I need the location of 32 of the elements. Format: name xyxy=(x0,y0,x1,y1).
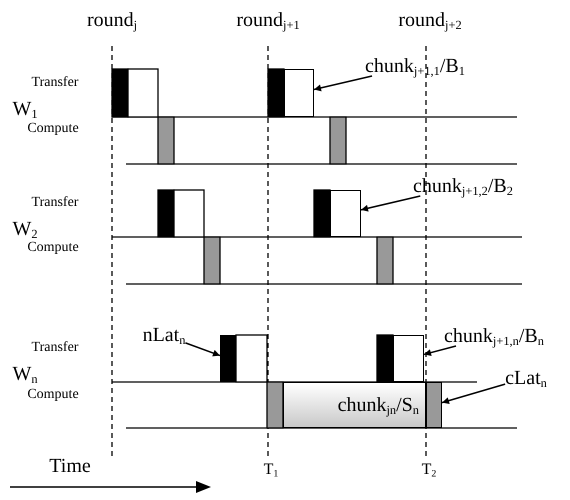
latency-label: nLat$_{n}$ xyxy=(142,325,186,345)
row-label: Transfer xyxy=(32,76,78,90)
chunk-label: chunk$_{j+1,2}$/B$_{2}$ xyxy=(413,176,513,196)
latency-block xyxy=(220,335,236,382)
time-mark-label: T$_{2}$ xyxy=(422,462,436,478)
round-label: round$_{j}$ xyxy=(86,10,138,30)
transfer-block xyxy=(284,69,314,117)
transfer-block xyxy=(330,190,361,237)
round-label: round$_{j+1}$ xyxy=(236,10,300,30)
round-label: round$_{j+2}$ xyxy=(398,10,462,30)
axis-label: Time xyxy=(49,456,91,476)
row-label: Compute xyxy=(27,122,79,136)
time-mark-label: T$_{1}$ xyxy=(264,462,278,478)
row-label: Transfer xyxy=(32,341,78,355)
compute-block xyxy=(426,382,442,428)
leader-arrow xyxy=(314,75,372,92)
worker-label: W$_{2}$ xyxy=(12,219,38,239)
latency-label: cLat$_{n}$ xyxy=(505,368,547,388)
leader-arrow xyxy=(185,342,220,356)
compute-block xyxy=(283,382,426,428)
leader-arrow xyxy=(442,383,506,404)
leader-arrow xyxy=(424,345,456,356)
chunk-label: chunk$_{j+1,1}$/B$_{1}$ xyxy=(365,56,465,76)
row-label: Transfer xyxy=(32,196,78,210)
row-label: Compute xyxy=(27,388,79,402)
worker-label: W$_{1}$ xyxy=(12,99,38,119)
worker-label: W$_{n}$ xyxy=(12,364,38,384)
block-label: chunk$_{jn}$/S$_{n}$ xyxy=(338,394,419,416)
transfer-block xyxy=(393,335,424,382)
row-label: Compute xyxy=(27,241,79,255)
leader-arrow xyxy=(360,195,420,212)
chunk-label: chunk$_{j+1,n}$/B$_{n}$ xyxy=(444,326,544,346)
